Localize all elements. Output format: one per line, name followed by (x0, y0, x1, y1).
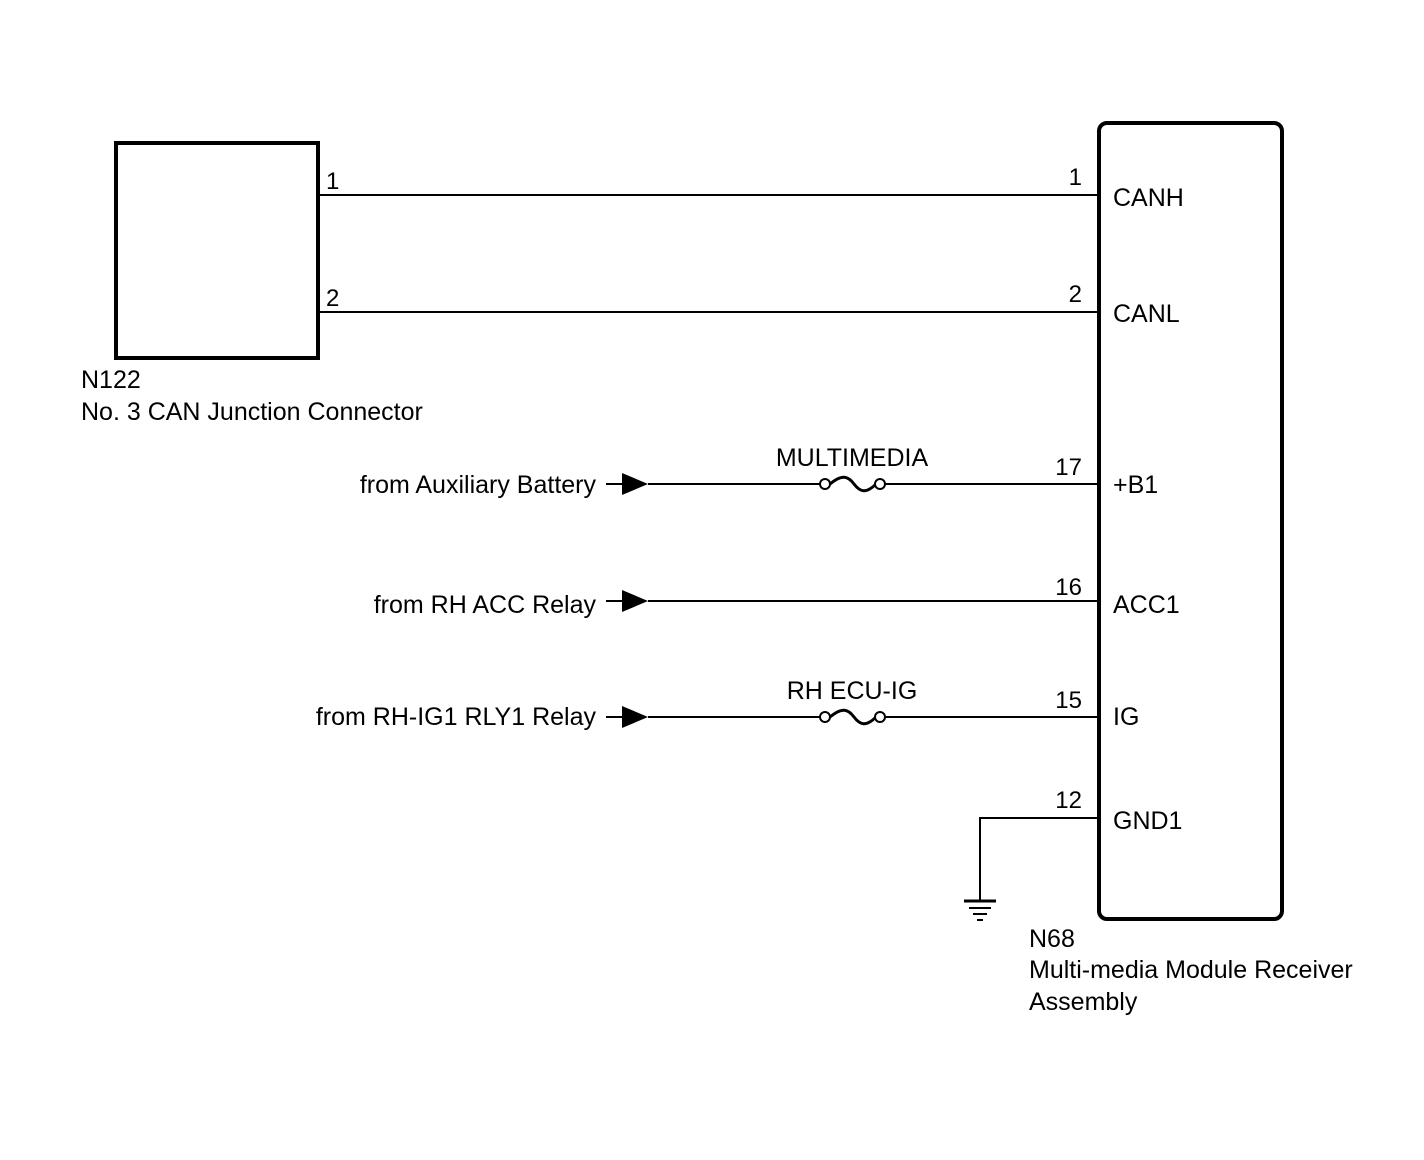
fuse-ecu-ig-terminal-right (874, 711, 886, 723)
junction-pin-1: 1 (326, 168, 339, 195)
source-rh-acc-relay: from RH ACC Relay (374, 591, 597, 619)
receiver-name-line1: Multi-media Module Receiver (1029, 956, 1353, 984)
receiver-assembly-box (1097, 121, 1284, 921)
receiver-pin-b1: 17 (1055, 454, 1082, 481)
junction-code: N122 (81, 366, 141, 394)
terminal-acc1: ACC1 (1113, 591, 1180, 619)
fuse-ecu-ig-icon (829, 708, 878, 726)
receiver-pin-acc1: 16 (1055, 574, 1082, 601)
source-rh-ig1-rly1-relay: from RH-IG1 RLY1 Relay (316, 703, 597, 731)
junction-pin-2: 2 (326, 285, 339, 312)
fuse-ecu-ig-label: RH ECU-IG (787, 677, 918, 705)
terminal-canh: CANH (1113, 184, 1184, 212)
receiver-pin-canl: 2 (1069, 281, 1082, 308)
receiver-pin-gnd1: 12 (1055, 787, 1082, 814)
junction-name: No. 3 CAN Junction Connector (81, 398, 423, 426)
fuse-multimedia-label: MULTIMEDIA (776, 444, 929, 472)
fuse-ecu-ig-terminal-left (819, 711, 831, 723)
wire-gnd1 (979, 817, 1099, 900)
source-auxiliary-battery: from Auxiliary Battery (360, 471, 597, 499)
terminal-canl: CANL (1113, 300, 1180, 328)
receiver-name-line2: Assembly (1029, 988, 1138, 1016)
ground-icon (964, 899, 996, 921)
receiver-code: N68 (1029, 925, 1075, 953)
terminal-ig: IG (1113, 703, 1139, 731)
fuse-multimedia-icon (829, 475, 878, 493)
fuse-multimedia-terminal-left (819, 478, 831, 490)
terminal-gnd1: GND1 (1113, 807, 1182, 835)
terminal-b1: +B1 (1113, 471, 1158, 499)
fuse-multimedia-terminal-right (874, 478, 886, 490)
arrow-acc1 (622, 590, 648, 612)
arrow-b1 (622, 473, 648, 495)
junction-connector-box (114, 141, 320, 360)
receiver-pin-canh: 1 (1069, 164, 1082, 191)
receiver-pin-ig: 15 (1055, 687, 1082, 714)
arrow-ig (622, 706, 648, 728)
